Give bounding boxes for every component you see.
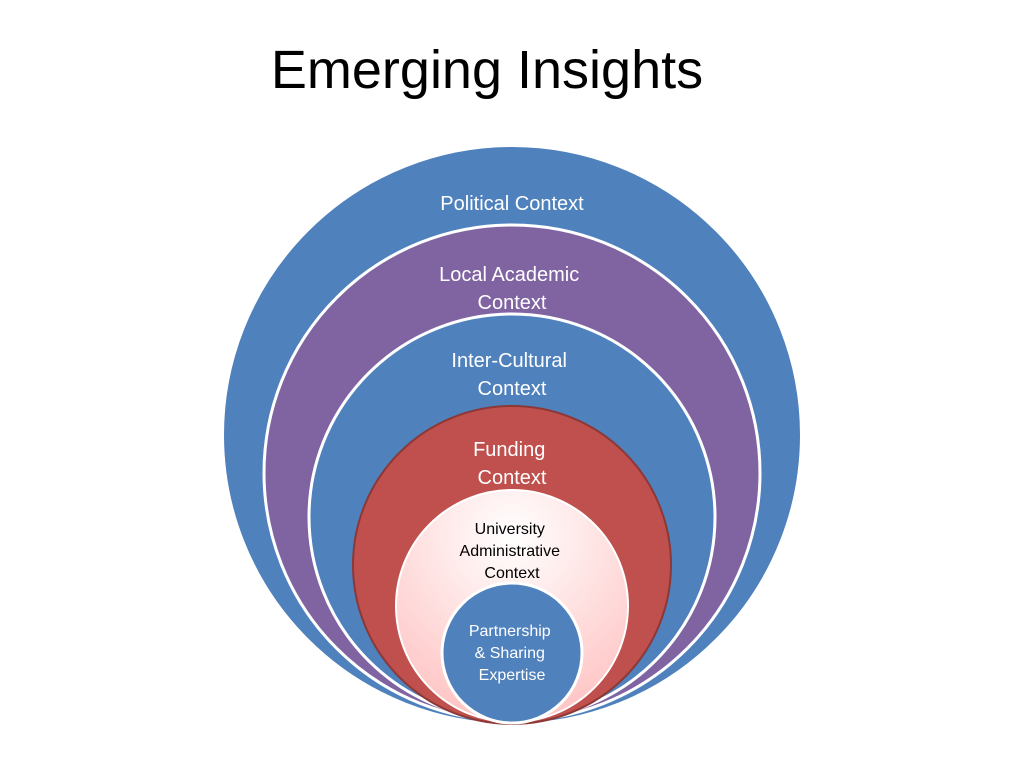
label-line: Local Academic [439,264,579,286]
label-line: Administrative [460,543,561,560]
label-line: Context [478,292,547,314]
slide-title: Emerging Insights [270,40,704,100]
circle-group-partnership-sharing-expertise: Partnership & Sharing Expertise [440,581,584,725]
label-line: University [475,521,545,538]
label-line: Funding [473,439,545,461]
label-line: Context [484,565,540,582]
label-inter-cultural-context: Inter-Cultural Context [451,350,572,400]
label-funding-context: Funding Context [473,439,551,489]
label-line: Partnership [469,623,551,640]
label-line: Expertise [479,667,546,684]
label-line: Context [478,378,547,400]
label-line: Context [478,467,547,489]
circle-partnership-sharing-expertise [440,581,584,725]
label-partnership-sharing-expertise: Partnership & Sharing Expertise [469,623,555,684]
label-political-context: Political Context [440,193,584,215]
label-line: Inter-Cultural [451,350,567,372]
label-university-administrative-context: University Administrative Context [460,521,565,582]
label-local-academic-context: Local Academic Context [439,264,585,314]
label-line: & Sharing [475,645,545,662]
label-line: Political Context [440,193,584,215]
